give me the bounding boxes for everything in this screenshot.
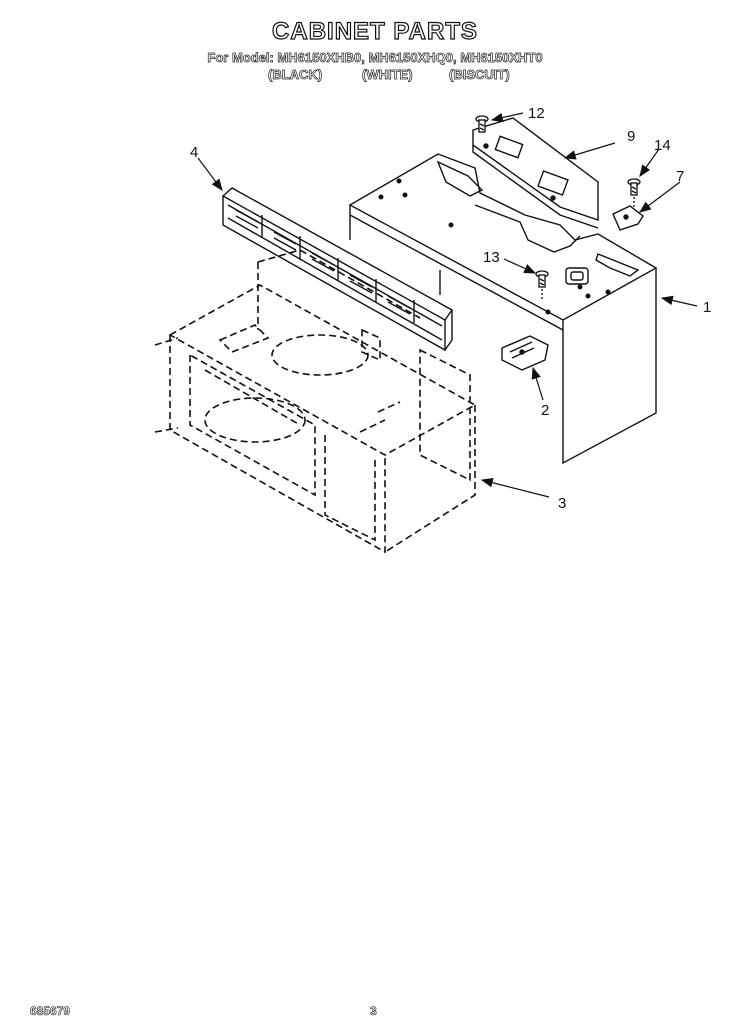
- callout-9: 9: [627, 128, 635, 145]
- vent-grille: [221, 187, 454, 352]
- cabinet-wrapper: [348, 153, 658, 465]
- top-mounting-plate: [472, 117, 599, 229]
- screw-13: [535, 270, 549, 300]
- callout-2: 2: [541, 402, 549, 419]
- mounting-bracket: [501, 335, 549, 371]
- screw-14: [627, 178, 641, 208]
- small-clip-bracket: [612, 205, 644, 231]
- callout-4: 4: [190, 144, 198, 161]
- color-label-black: (BLACK): [268, 67, 323, 83]
- page-title: CABINET PARTS: [271, 17, 478, 45]
- callout-14: 14: [654, 137, 671, 154]
- leader-arrows: [197, 112, 698, 498]
- callout-1: 1: [703, 299, 711, 316]
- color-label-white: (WHITE): [362, 67, 413, 83]
- callout-13: 13: [483, 249, 500, 266]
- screw-12: [475, 115, 489, 133]
- oven-cavity: [154, 249, 477, 554]
- page-number: 3: [370, 1004, 377, 1019]
- model-list: For Model: MH6150XHB0, MH6150XHQ0, MH615…: [207, 50, 543, 66]
- document-number: 685679: [30, 1004, 71, 1019]
- callout-12: 12: [528, 105, 545, 122]
- callout-3: 3: [558, 495, 566, 512]
- color-label-biscuit: (BISCUIT): [449, 67, 510, 83]
- callout-7: 7: [676, 168, 684, 185]
